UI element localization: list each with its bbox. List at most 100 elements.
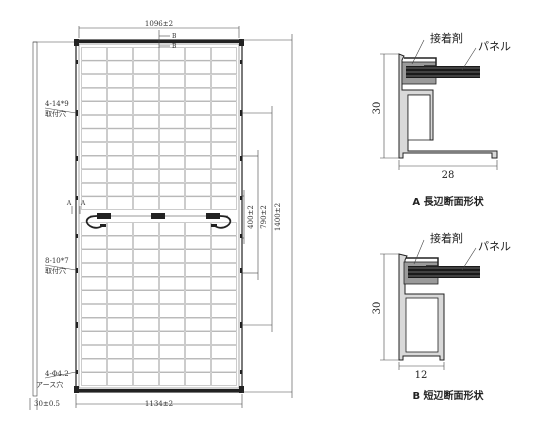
solar-cell xyxy=(107,47,133,61)
section-a-caption: A 長辺断面形状 xyxy=(412,195,484,208)
solar-cell xyxy=(107,235,133,250)
solar-cell xyxy=(107,276,133,291)
right-dimensions xyxy=(242,34,293,398)
solar-cell xyxy=(159,235,185,250)
solar-cell xyxy=(159,358,185,373)
frame-bottom-bar xyxy=(76,389,242,392)
solar-cell xyxy=(133,196,159,210)
solar-cell xyxy=(185,235,211,250)
solar-cell xyxy=(107,169,133,183)
solar-cell xyxy=(185,115,211,129)
solar-cell xyxy=(185,222,211,236)
solar-cell xyxy=(133,249,159,263)
solar-cell xyxy=(185,304,211,318)
dim-top-width: 1096±2 xyxy=(145,20,173,28)
section-a-height-dim: 30 xyxy=(372,102,383,115)
solar-cell xyxy=(211,290,237,304)
solar-cell xyxy=(107,290,133,304)
solar-cell xyxy=(211,155,237,170)
section-a-inner-cavity xyxy=(407,94,431,141)
solar-cell xyxy=(159,276,185,291)
solar-cell xyxy=(107,182,133,197)
mount-holes-1-label: 取付穴 xyxy=(45,109,66,118)
solar-cell xyxy=(159,60,185,75)
cable-left xyxy=(85,215,104,229)
solar-cell xyxy=(107,304,133,318)
solar-cell xyxy=(159,155,185,170)
solar-cell xyxy=(159,372,185,386)
solar-cell xyxy=(133,142,159,156)
solar-cell xyxy=(211,263,237,277)
solar-cell xyxy=(159,345,185,359)
solar-cell xyxy=(159,142,185,156)
section-a-adhesive-label: 接着剤 xyxy=(430,31,463,45)
solar-cell xyxy=(211,196,237,210)
solar-cell xyxy=(159,74,185,88)
solar-cell xyxy=(133,155,159,170)
section-mark-b-1: B xyxy=(172,33,177,40)
solar-cell xyxy=(211,372,237,386)
solar-cell xyxy=(107,155,133,170)
side-profile xyxy=(32,41,38,397)
solar-cell xyxy=(133,372,159,386)
solar-cell xyxy=(159,317,185,332)
solar-cell xyxy=(211,276,237,291)
corner-br xyxy=(239,386,244,393)
solar-cell xyxy=(81,74,107,88)
solar-cell xyxy=(159,169,185,183)
solar-cell xyxy=(211,345,237,359)
solar-cell xyxy=(133,169,159,183)
section-b-caption: B 短辺断面形状 xyxy=(412,389,484,402)
solar-cell xyxy=(81,317,107,332)
section-b-inner-cavity xyxy=(405,297,439,353)
solar-cell xyxy=(133,222,159,236)
solar-cell xyxy=(133,263,159,277)
solar-cell xyxy=(107,142,133,156)
solar-cell xyxy=(211,74,237,88)
solar-cell xyxy=(159,87,185,102)
section-b-adhesive-label: 接着剤 xyxy=(430,231,463,245)
earth-holes-label: アース穴 xyxy=(36,380,63,389)
solar-cell xyxy=(211,87,237,102)
solar-cell xyxy=(159,47,185,61)
solar-cell xyxy=(81,372,107,386)
solar-cell xyxy=(185,290,211,304)
solar-cell xyxy=(133,290,159,304)
solar-cell xyxy=(81,345,107,359)
solar-cell xyxy=(211,115,237,129)
section-b-width-dim: 12 xyxy=(415,370,428,381)
solar-cell xyxy=(159,115,185,129)
solar-cell xyxy=(211,101,237,115)
front-view: 1096±2 B B A A 1134±2 30±0.5 xyxy=(29,20,293,410)
section-a: 接着剤 パネル 30 28 A 長辺断面形状 xyxy=(372,31,511,208)
solar-cell xyxy=(81,249,107,263)
solar-cell xyxy=(211,182,237,197)
cell-grid xyxy=(81,47,237,386)
solar-cell xyxy=(133,182,159,197)
corner-tr xyxy=(239,39,244,46)
solar-cell xyxy=(211,222,237,236)
junction-box-center xyxy=(151,213,165,219)
mount-holes-2-label: 取付穴 xyxy=(45,266,66,275)
solar-cell xyxy=(81,235,107,250)
solar-cell xyxy=(107,372,133,386)
solar-cell xyxy=(211,331,237,345)
solar-cell xyxy=(185,345,211,359)
section-b-clip xyxy=(406,257,439,267)
solar-cell xyxy=(81,155,107,170)
dim-bottom-width: 1134±2 xyxy=(145,400,173,408)
solar-cell xyxy=(81,169,107,183)
solar-cell xyxy=(133,74,159,88)
solar-cell xyxy=(185,276,211,291)
solar-cell xyxy=(81,87,107,102)
solar-cell xyxy=(107,196,133,210)
solar-cell xyxy=(211,249,237,263)
solar-cell xyxy=(107,115,133,129)
solar-cell xyxy=(185,60,211,75)
solar-cell xyxy=(81,222,107,236)
solar-cell xyxy=(81,101,107,115)
solar-cell xyxy=(159,182,185,197)
junction-box-left xyxy=(97,213,111,219)
solar-cell xyxy=(159,263,185,277)
